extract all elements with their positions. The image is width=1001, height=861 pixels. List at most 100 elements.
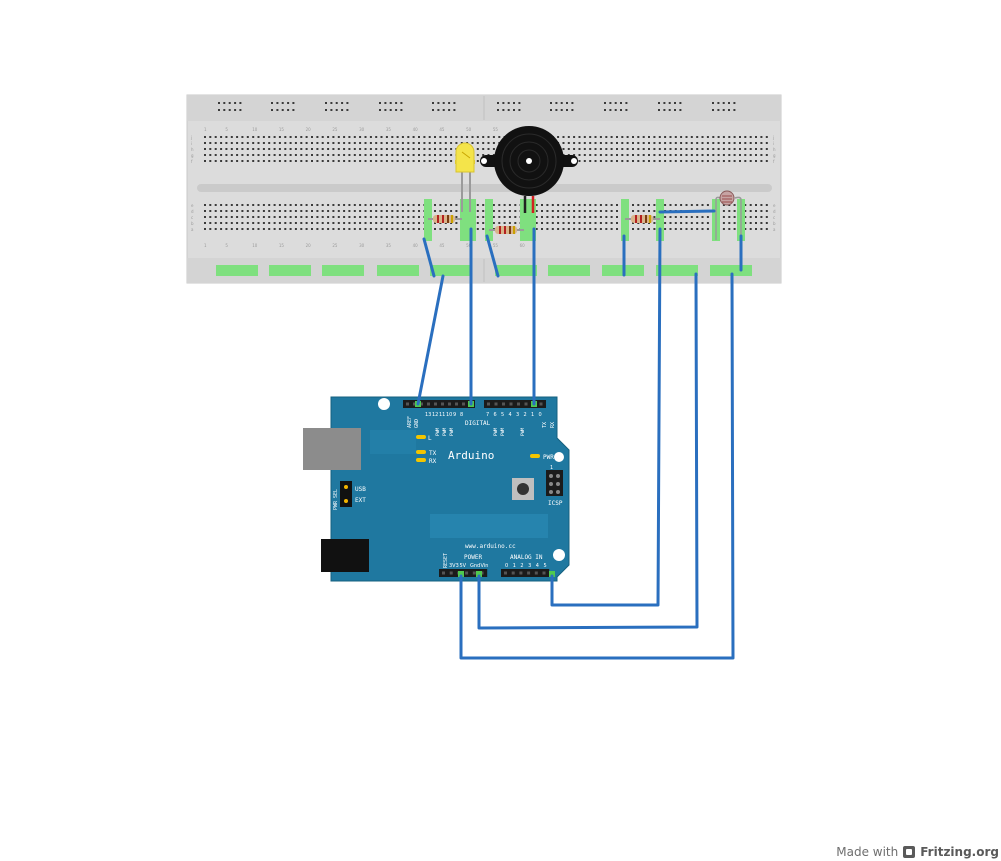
breadboard-hole — [514, 210, 517, 212]
breadboard-hole — [471, 142, 474, 144]
digital-pin-label: 8 — [460, 412, 463, 418]
rail-hole — [325, 109, 327, 111]
breadboard-hole — [434, 142, 436, 144]
breadboard-hole — [669, 160, 672, 162]
breadboard-hole — [204, 204, 206, 206]
header-strip — [484, 400, 546, 408]
breadboard-hole — [434, 160, 436, 162]
breadboard-hole — [294, 154, 297, 156]
breadboard-hole — [316, 136, 319, 138]
breadboard-hole — [423, 148, 426, 150]
breadboard-hole — [589, 228, 592, 230]
power-pin-label: Vin — [481, 563, 489, 569]
icsp-pin — [549, 490, 553, 494]
breadboard-hole — [739, 136, 741, 138]
wire-5v-rail — [459, 272, 735, 660]
breadboard-hole — [343, 154, 346, 156]
breadboard-hole — [316, 204, 319, 206]
breadboard-hole — [294, 148, 297, 150]
breadboard-hole — [706, 204, 709, 206]
breadboard-hole — [557, 136, 560, 138]
breadboard-hole — [594, 204, 597, 206]
col-highlight — [485, 199, 493, 241]
breadboard-hole — [476, 210, 479, 212]
breadboard-hole — [316, 222, 319, 224]
breadboard-hole — [385, 154, 388, 156]
breadboard-hole — [380, 222, 383, 224]
breadboard-hole — [589, 136, 592, 138]
breadboard-hole — [305, 142, 308, 144]
breadboard-hole — [332, 160, 335, 162]
breadboard-hole — [583, 210, 586, 212]
column-number: 1 — [204, 127, 207, 132]
breadboard-hole — [546, 216, 549, 218]
breadboard-hole — [364, 210, 367, 212]
breadboard-hole — [401, 136, 404, 138]
breadboard-hole — [412, 154, 415, 156]
breadboard-hole — [658, 136, 661, 138]
rx-pin-label: RX — [550, 422, 556, 428]
breadboard-hole — [562, 222, 565, 224]
active-pin — [458, 571, 464, 577]
breadboard-hole — [209, 142, 212, 144]
breadboard-hole — [450, 154, 453, 156]
rail-hole — [453, 109, 456, 111]
breadboard-hole — [690, 204, 693, 206]
breadboard-hole — [739, 148, 741, 150]
breadboard-hole — [589, 148, 592, 150]
led-l-label: L — [428, 435, 432, 442]
breadboard-hole — [755, 222, 757, 224]
breadboard-hole — [696, 204, 699, 206]
breadboard-hole — [209, 222, 212, 224]
breadboard-hole — [214, 142, 217, 144]
breadboard-hole — [236, 136, 239, 138]
breadboard-hole — [444, 228, 447, 230]
breadboard-hole — [706, 154, 709, 156]
arduino-brand: Arduino — [448, 449, 494, 462]
column-number: 15 — [279, 127, 285, 132]
breadboard-hole — [380, 204, 383, 206]
breadboard-hole — [385, 222, 388, 224]
pin-label: PWM — [449, 428, 455, 436]
breadboard-hole — [632, 204, 634, 206]
breadboard-hole — [407, 142, 410, 144]
breadboard-hole — [760, 142, 763, 144]
breadboard-hole — [214, 160, 217, 162]
rail-hole — [571, 109, 574, 111]
breadboard-hole — [262, 216, 265, 218]
breadboard-hole — [749, 154, 752, 156]
aref-label: AREF — [407, 416, 413, 428]
breadboard-hole — [744, 160, 747, 162]
breadboard-hole — [749, 142, 752, 144]
breadboard-hole — [535, 216, 538, 218]
breadboard-hole — [262, 204, 265, 206]
breadboard-hole — [551, 210, 554, 212]
rail-hole — [663, 109, 666, 111]
breadboard-hole — [294, 142, 297, 144]
breadboard-hole — [278, 216, 281, 218]
breadboard-hole — [225, 142, 228, 144]
breadboard-hole — [412, 210, 415, 212]
breadboard-hole — [701, 160, 704, 162]
breadboard-hole — [278, 228, 281, 230]
rail-hole — [432, 102, 434, 104]
breadboard-hole — [567, 210, 570, 212]
breadboard-hole — [369, 216, 372, 218]
header-pin — [434, 402, 437, 406]
rail-hole — [400, 109, 403, 111]
breadboard-hole — [610, 142, 613, 144]
breadboard-hole — [567, 142, 570, 144]
rail-hole — [609, 102, 612, 104]
breadboard-hole — [583, 136, 586, 138]
breadboard-hole — [685, 228, 688, 230]
breadboard-hole — [744, 148, 747, 150]
breadboard-hole — [744, 210, 747, 212]
pin-label: PWM — [500, 428, 506, 436]
breadboard-hole — [701, 154, 704, 156]
breadboard-hole — [246, 228, 249, 230]
breadboard-hole — [353, 136, 356, 138]
icsp-pin — [549, 482, 553, 486]
breadboard-hole — [492, 142, 495, 144]
breadboard-hole — [348, 216, 351, 218]
